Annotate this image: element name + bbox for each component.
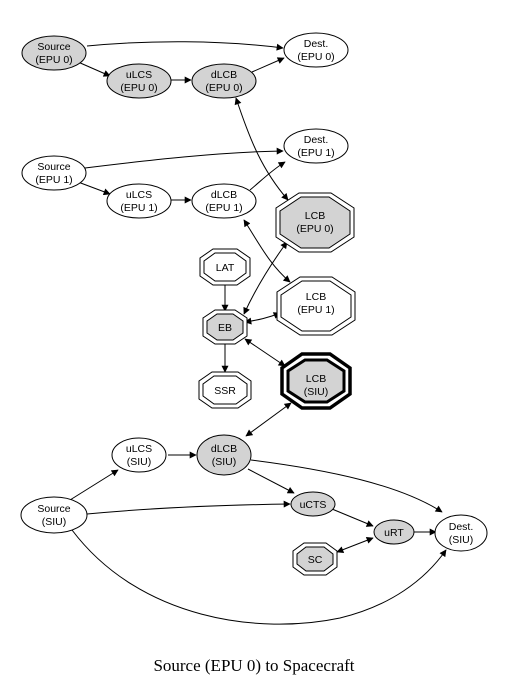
- svg-text:(SIU): (SIU): [304, 386, 329, 398]
- node-sc: SC: [292, 542, 338, 576]
- svg-text:LCB: LCB: [306, 291, 326, 303]
- edge-sc-urt: [336, 537, 374, 553]
- svg-text:Source: Source: [37, 503, 70, 515]
- node-ulcs-epu1: uLCS (EPU 1): [106, 183, 172, 219]
- svg-text:dLCB: dLCB: [211, 443, 237, 455]
- node-ucts: uCTS: [290, 491, 336, 517]
- svg-text:(SIU): (SIU): [212, 456, 237, 468]
- edge-source-epu1-to-ulcs-epu1: [77, 181, 111, 196]
- svg-text:(EPU 1): (EPU 1): [297, 304, 334, 316]
- node-source-siu: Source (SIU): [20, 496, 88, 534]
- svg-text:Dest.: Dest.: [304, 134, 329, 146]
- edge-dlcb-epu0-to-dest-epu0: [251, 57, 285, 73]
- node-lat: LAT: [199, 248, 251, 286]
- node-eb: EB: [202, 309, 248, 345]
- node-dlcb-siu: dLCB (SIU): [196, 434, 252, 476]
- svg-text:(EPU 0): (EPU 0): [205, 82, 242, 94]
- svg-text:SC: SC: [308, 554, 323, 566]
- edge-lcb-epu0-eb: [243, 241, 288, 315]
- edge-ucts-to-urt: [331, 508, 374, 527]
- svg-text:(EPU 1): (EPU 1): [297, 147, 334, 159]
- node-dest-epu0: Dest. (EPU 0): [283, 32, 349, 68]
- edge-dlcb-epu0-lcb-epu0: [234, 97, 289, 201]
- svg-text:dLCB: dLCB: [211, 189, 237, 201]
- svg-text:SSR: SSR: [214, 385, 236, 397]
- nodes: Source (EPU 0) uLCS (EPU 0) dLCB (EPU 0)…: [20, 32, 488, 576]
- node-ulcs-siu: uLCS (SIU): [111, 437, 167, 473]
- svg-text:Dest.: Dest.: [449, 521, 474, 533]
- edge-dlcb-siu-to-dest-siu: [250, 459, 443, 513]
- edge-eb-lcb-siu: [244, 338, 286, 367]
- node-dlcb-epu1: dLCB (EPU 1): [191, 183, 257, 219]
- svg-text:Dest.: Dest.: [304, 38, 329, 50]
- svg-text:dLCB: dLCB: [211, 69, 237, 81]
- node-dest-siu: Dest. (SIU): [434, 514, 488, 552]
- svg-text:EB: EB: [218, 322, 232, 334]
- svg-text:uRT: uRT: [384, 527, 404, 539]
- svg-text:Source: Source: [37, 161, 70, 173]
- svg-text:(EPU 1): (EPU 1): [120, 202, 157, 214]
- edge-source-epu0-to-dest-epu0: [86, 41, 284, 51]
- diagram-title: Source (EPU 0) to Spacecraft: [153, 656, 354, 675]
- node-lcb-siu: LCB (SIU): [280, 352, 352, 410]
- edge-dlcb-siu-lcb-siu: [245, 402, 292, 437]
- svg-text:uLCS: uLCS: [126, 69, 152, 81]
- svg-text:Source: Source: [37, 41, 70, 53]
- node-dest-epu1: Dest. (EPU 1): [283, 128, 349, 164]
- svg-text:(SIU): (SIU): [127, 456, 152, 468]
- node-source-epu1: Source (EPU 1): [21, 155, 87, 191]
- svg-text:(SIU): (SIU): [42, 516, 67, 528]
- edge-source-siu-to-dest-siu: [71, 529, 447, 625]
- node-ulcs-epu0: uLCS (EPU 0): [106, 63, 172, 99]
- svg-text:(EPU 1): (EPU 1): [205, 202, 242, 214]
- edge-dlcb-epu1-to-dest-epu1: [249, 161, 286, 191]
- edge-source-siu-to-ulcs-siu: [69, 469, 119, 501]
- svg-text:LCB: LCB: [306, 373, 326, 385]
- svg-text:(SIU): (SIU): [449, 534, 474, 546]
- svg-text:uCTS: uCTS: [300, 499, 327, 511]
- svg-text:(EPU 1): (EPU 1): [35, 174, 72, 186]
- svg-text:LAT: LAT: [216, 262, 235, 274]
- node-source-epu0: Source (EPU 0): [21, 35, 87, 71]
- edge-source-epu1-to-dest-epu1: [84, 147, 284, 169]
- svg-text:LCB: LCB: [305, 210, 325, 222]
- svg-text:(EPU 0): (EPU 0): [297, 51, 334, 63]
- svg-text:uLCS: uLCS: [126, 443, 152, 455]
- svg-text:(EPU 0): (EPU 0): [296, 223, 333, 235]
- node-ssr: SSR: [198, 371, 252, 409]
- node-dlcb-epu0: dLCB (EPU 0): [191, 63, 257, 99]
- svg-text:uLCS: uLCS: [126, 189, 152, 201]
- node-urt: uRT: [373, 519, 415, 545]
- svg-text:(EPU 0): (EPU 0): [35, 54, 72, 66]
- node-lcb-epu0: LCB (EPU 0): [275, 192, 355, 253]
- edge-lcb-epu1-eb: [244, 312, 281, 325]
- edge-source-epu0-to-ulcs-epu0: [77, 61, 111, 77]
- edge-source-siu-to-ucts: [86, 500, 291, 515]
- node-lcb-epu1: LCB (EPU 1): [276, 276, 356, 336]
- svg-text:(EPU 0): (EPU 0): [120, 82, 157, 94]
- edge-dlcb-siu-to-ucts: [247, 468, 295, 494]
